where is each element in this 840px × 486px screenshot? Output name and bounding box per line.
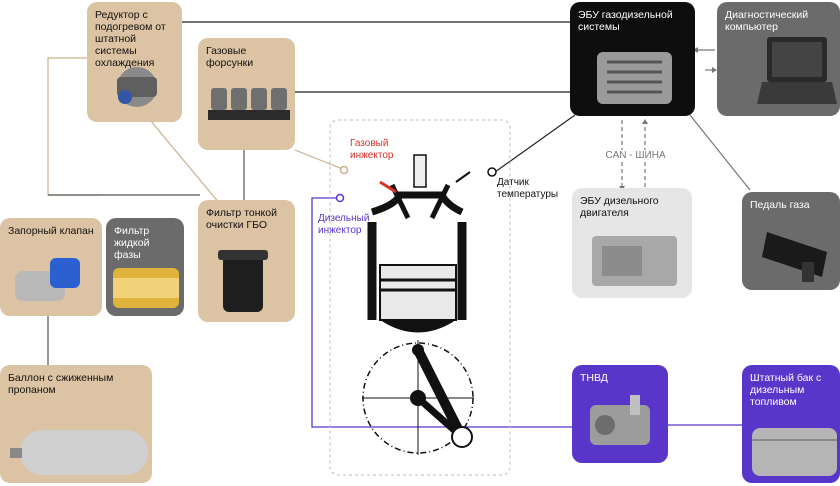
tank-label: Баллон с сжиженным пропаном	[8, 372, 114, 396]
temp-sensor-label: Датчик температуры	[497, 177, 559, 200]
fine-filter-card[interactable]: Фильтр тонкой очистки ГБО	[198, 200, 295, 322]
gas-injectors-icon	[208, 88, 290, 120]
pedal-card[interactable]: Педаль газа	[742, 192, 840, 290]
ecu-diesel-label: ЭБУ дизельного двигателя	[580, 195, 659, 219]
ecu-gas-diesel-card[interactable]: ЭБУ газодизельной системы	[570, 2, 695, 116]
ecu-diesel-icon	[592, 236, 677, 286]
can-bus-label: CAN - ШИНА	[598, 150, 673, 162]
tank-icon	[10, 430, 148, 475]
reducer-label: Редуктор с подогревом от штатной системы…	[95, 9, 166, 69]
ecu-gas-diesel-label: ЭБУ газодизельной системы	[578, 9, 673, 33]
laptop-icon	[757, 37, 837, 104]
pedal-label: Педаль газа	[750, 199, 810, 211]
engine-cylinder-drawing	[362, 154, 474, 455]
fine-filter-label: Фильтр тонкой очистки ГБО	[206, 207, 277, 231]
tank-card[interactable]: Баллон с сжиженным пропаном	[0, 365, 152, 483]
pedal-icon	[762, 232, 827, 282]
reducer-icon	[117, 67, 157, 107]
shutoff-valve-icon	[15, 258, 80, 301]
fuel-tank-icon	[752, 428, 837, 476]
diesel-injector-label: Дизельный инжектор	[318, 213, 370, 236]
gas-injector-label: Газовый инжектор	[350, 138, 394, 161]
hpfp-card[interactable]: ТНВД	[572, 365, 668, 463]
liquid-filter-label: Фильтр жидкой фазы	[114, 225, 150, 261]
gas-injectors-card[interactable]: Газовые форсунки	[198, 38, 295, 150]
reducer-card[interactable]: Редуктор с подогревом от штатной системы…	[87, 2, 182, 122]
hpfp-label: ТНВД	[580, 372, 608, 384]
gas-injectors-label: Газовые форсунки	[206, 45, 254, 69]
ecu-gas-diesel-icon	[597, 52, 672, 104]
ecu-diesel-card[interactable]: ЭБУ дизельного двигателя	[572, 188, 692, 298]
hpfp-icon	[590, 395, 650, 445]
liquid-filter-icon	[113, 268, 179, 308]
shutoff-valve-label: Запорный клапан	[8, 225, 94, 237]
liquid-filter-card[interactable]: Фильтр жидкой фазы	[106, 218, 184, 316]
diag-computer-label: Диагностический компьютер	[725, 9, 809, 33]
diag-computer-card[interactable]: Диагностический компьютер	[717, 2, 840, 116]
fuel-tank-card[interactable]: Штатный бак с дизельным топливом	[742, 365, 840, 483]
fine-filter-icon	[218, 250, 268, 312]
shutoff-valve-card[interactable]: Запорный клапан	[0, 218, 102, 316]
fuel-tank-label: Штатный бак с дизельным топливом	[750, 372, 822, 408]
